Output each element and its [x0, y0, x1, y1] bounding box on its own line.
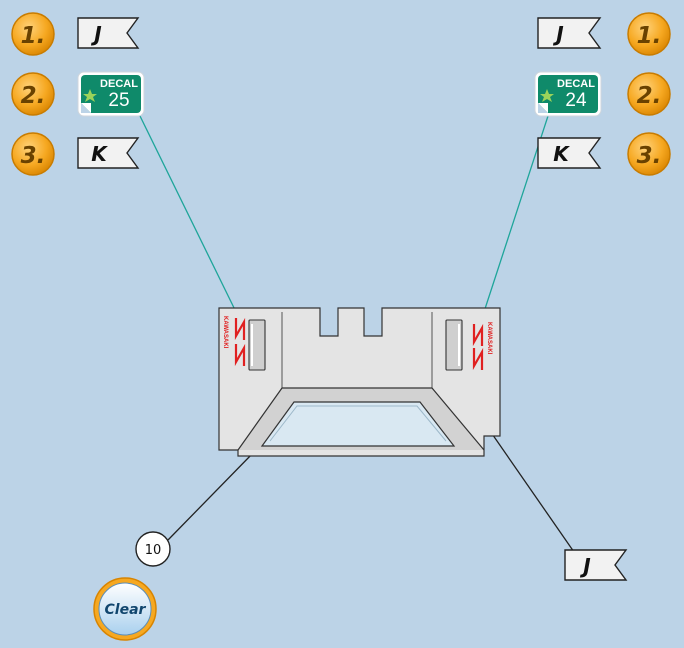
right-step-1[interactable]: J 1. — [537, 12, 671, 56]
left-step-2-badge — [11, 72, 55, 116]
left-step-3-badge — [11, 132, 55, 176]
right-step-2[interactable]: DECAL 24 2. — [534, 71, 671, 117]
left-step-2[interactable]: 2. DECAL 25 — [11, 71, 145, 117]
part-10-leader-line — [167, 451, 255, 541]
part-10-callout-number: 10 — [145, 543, 162, 558]
right-step-1-number: 1. — [637, 23, 662, 49]
right-step-3[interactable]: K 3. — [537, 132, 671, 176]
clear-button[interactable]: Clear — [93, 577, 157, 641]
right-step-1-badge — [627, 12, 671, 56]
decal-25-leader-line — [139, 115, 239, 317]
decal-24-icon — [534, 71, 602, 117]
right-step-3-flag-icon — [537, 137, 602, 169]
right-step-3-flag-label: K — [553, 142, 570, 166]
decal-24-number: 24 — [565, 90, 587, 111]
left-step-1-number: 1. — [21, 23, 46, 49]
right-step-2-number: 2. — [637, 83, 662, 109]
right-step-1-flag-icon — [537, 17, 602, 49]
left-step-3-flag-label: K — [91, 142, 108, 166]
bottom-flag-j[interactable]: J — [564, 549, 628, 581]
decal-24-leader-line — [481, 115, 549, 319]
decal-25-number: 25 — [108, 90, 129, 111]
right-step-3-badge — [627, 132, 671, 176]
right-step-2-badge — [627, 72, 671, 116]
decal-24-word: DECAL — [557, 78, 595, 90]
part-10-callout[interactable]: 10 — [135, 531, 171, 567]
decal-25-word: DECAL — [100, 78, 138, 90]
left-step-1[interactable]: 1. J — [11, 12, 140, 56]
part-10-callout-circle — [135, 531, 171, 567]
decal-25-applied: KAWASAKI — [222, 316, 246, 367]
left-step-3-number: 3. — [21, 143, 46, 169]
part-10-body: KAWASAKI KAWASAKI — [218, 307, 501, 457]
part-window — [260, 401, 456, 447]
right-step-3-number: 3. — [637, 143, 662, 169]
left-step-3[interactable]: 3. K — [11, 132, 140, 176]
decal-24-applied: KAWASAKI — [472, 322, 492, 371]
clear-button-label: Clear — [105, 602, 147, 618]
bottom-flag-j-icon — [564, 549, 628, 581]
left-step-1-badge — [11, 12, 55, 56]
left-step-3-flag-icon — [77, 137, 140, 169]
decal-25-icon — [77, 71, 145, 117]
svg-text:KAWASAKI: KAWASAKI — [222, 316, 228, 349]
left-step-1-flag-icon — [77, 17, 140, 49]
svg-text:KAWASAKI: KAWASAKI — [486, 322, 492, 355]
flag-j-leader-line — [487, 427, 575, 553]
left-step-2-number: 2. — [21, 83, 46, 109]
